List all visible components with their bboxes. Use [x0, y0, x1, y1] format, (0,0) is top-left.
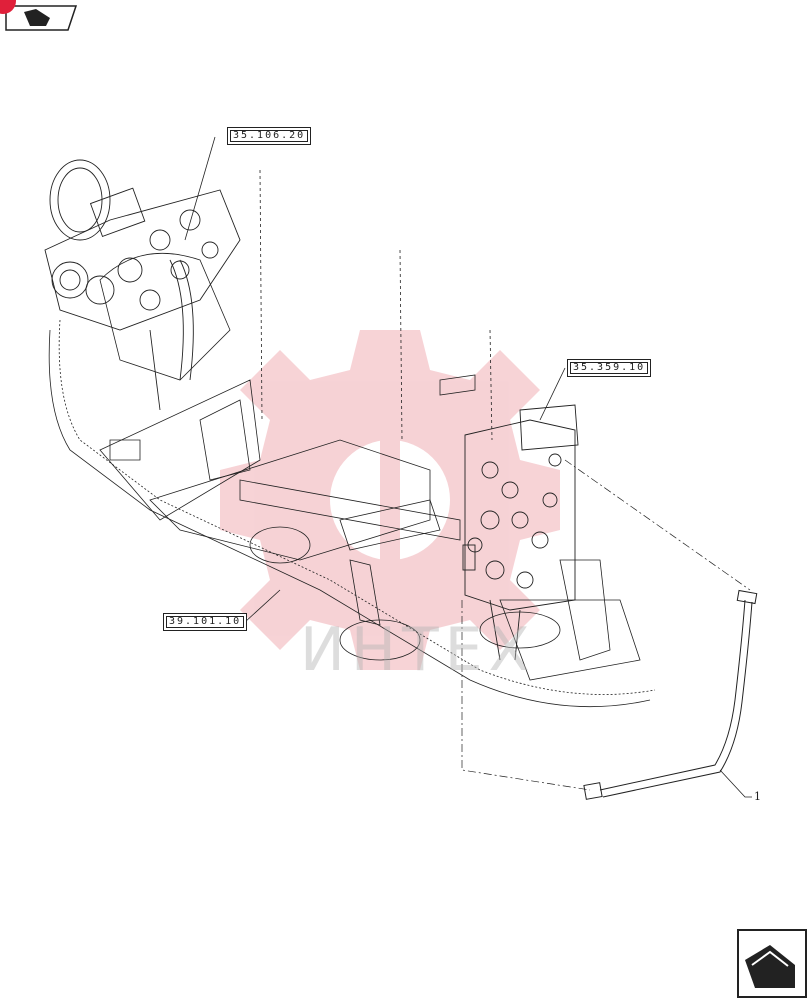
control-valve-block [462, 404, 579, 661]
back-button[interactable] [0, 0, 80, 34]
ref-frame[interactable]: 39.101.10 [163, 613, 248, 631]
assembly-guide-lines [461, 459, 751, 791]
watermark-gear-logo [220, 330, 560, 670]
next-arrow-icon [737, 929, 807, 998]
hydraulic-pump-assembly [44, 159, 241, 411]
watermark-text: ИНТЕХ [300, 615, 536, 685]
ref-engine-pump[interactable]: 35.106.20 [227, 127, 312, 145]
back-arrow-icon [5, 5, 78, 31]
leader-lines [184, 136, 752, 798]
next-page-button[interactable] [736, 928, 808, 1000]
notification-badge [0, 0, 16, 14]
hydraulic-pipe-item-1 [583, 589, 758, 800]
ref-control-valve[interactable]: 35.359.10 [567, 359, 652, 377]
callout-item-1: 1 [754, 790, 761, 803]
